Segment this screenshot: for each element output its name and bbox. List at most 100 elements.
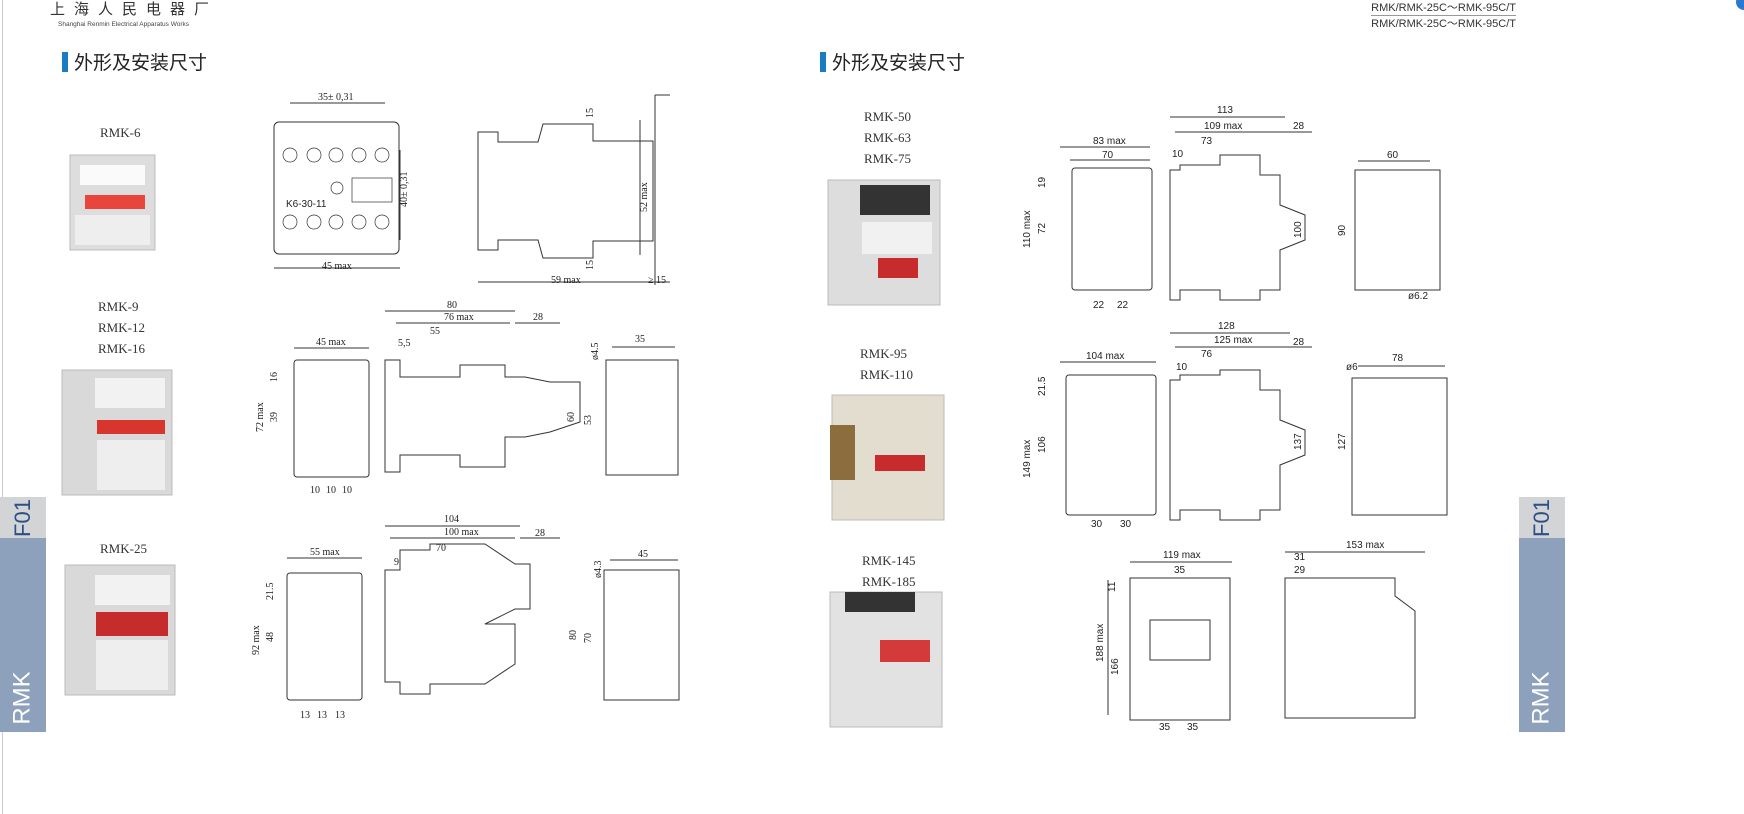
dim-label: 55 (430, 326, 440, 337)
drawing-rmk95 (1060, 332, 1448, 521)
dim-label: 35 (635, 334, 645, 345)
dim-label: 149 max (1022, 439, 1033, 478)
dim-label: ø4.5 (590, 342, 601, 361)
dim-label: 10 (326, 485, 336, 496)
dim-label: 10 (310, 485, 320, 496)
dim-label: 13 (317, 710, 327, 721)
dim-label: 72 max (255, 402, 266, 432)
product-photo-rmk50 (827, 179, 941, 306)
drawing-rmk6-front (273, 102, 401, 269)
dim-label: ≥ 15 (648, 275, 666, 286)
model-label: RMK-25 (100, 541, 147, 556)
dim-label: 21.5 (265, 582, 276, 601)
dim-label: 55 max (310, 547, 340, 558)
section-title-left: 外形及安装尺寸 (62, 48, 207, 75)
dim-label: 28 (1293, 121, 1305, 132)
dim-label: 15 (585, 260, 596, 270)
dim-label: 90 (1337, 224, 1348, 236)
dim-label: K6-30-11 (286, 199, 327, 210)
dim-label: 106 (1037, 436, 1048, 453)
dim-label: 72 (1037, 222, 1048, 234)
dim-label: 35 (1174, 565, 1186, 576)
dim-label: 153 max (1346, 540, 1385, 551)
side-tab-right: F01 RMK (1519, 497, 1565, 732)
product-photo-rmk145 (829, 591, 943, 728)
dim-label: 39 (269, 412, 280, 422)
dim-label: 45 max (322, 261, 352, 272)
dim-label: 59 max (551, 275, 581, 286)
dim-label: 13 (335, 710, 345, 721)
dim-label: 15 (585, 108, 596, 118)
dim-label: 30 (1120, 519, 1132, 530)
dim-label: 22 (1093, 300, 1105, 311)
dim-label: 9 (394, 557, 399, 568)
product-photo-rmk9 (61, 369, 173, 496)
dim-label: 10 (1172, 149, 1184, 160)
dim-label: 119 max (1163, 550, 1201, 561)
dim-label: 188 max (1095, 623, 1106, 662)
product-photo-rmk6 (69, 154, 156, 251)
dim-label: 11 (1107, 581, 1118, 592)
dim-label: 76 max (444, 312, 474, 323)
drawing-rmk25 (286, 525, 680, 701)
dim-label: 5,5 (398, 338, 411, 349)
corner-badge-icon (1736, 0, 1744, 10)
dim-label: 28 (1293, 337, 1305, 348)
dim-label: 60 (566, 412, 577, 422)
product-photo-rmk25 (64, 564, 176, 696)
dim-label: 166 (1110, 658, 1121, 675)
dim-label: 35 (1187, 722, 1199, 733)
dim-label: 104 max (1086, 351, 1125, 362)
series-header-2: RMK/RMK-25C～RMK-95C/T (1371, 18, 1516, 30)
dim-label: 80 (568, 630, 579, 640)
company-name-en: Shanghai Renmin Electrical Apparatus Wor… (58, 21, 190, 28)
dim-label: 35 (1159, 722, 1171, 733)
dim-label: 137 (1293, 433, 1304, 450)
dim-label: 45 (638, 549, 648, 560)
company-name-cn: 上海人民电器厂 (50, 0, 219, 18)
drawing-rmk6-side (477, 94, 670, 285)
drawing-rmk50 (1060, 116, 1441, 301)
product-photo-rmk95 (830, 394, 945, 521)
dim-label: 16 (269, 372, 280, 382)
dim-label: 125 max (1214, 335, 1253, 346)
dim-label: 83 max (1093, 136, 1126, 147)
dim-label: 29 (1294, 565, 1306, 576)
dim-label: 127 (1337, 433, 1348, 450)
dim-label: 104 (444, 514, 459, 525)
model-label: RMK-6 (100, 125, 141, 140)
dim-label: 76 (1201, 349, 1213, 360)
dim-label: 113 (1217, 105, 1233, 116)
dim-label: 48 (265, 632, 276, 642)
dim-label: 109 max (1204, 121, 1243, 132)
dim-label: 22 (1117, 300, 1129, 311)
series-header-1: RMK/RMK-25C～RMK-95C/T (1371, 2, 1516, 16)
dim-label: 100 max (444, 527, 479, 538)
dim-label: ø6 (1346, 362, 1358, 373)
drawing-rmk9 (293, 310, 679, 478)
dim-label: 53 (583, 415, 594, 425)
side-tab-left: F01 RMK (0, 497, 46, 732)
page-edge (2, 0, 3, 814)
dim-label: 73 (1201, 136, 1213, 147)
dim-label: 70 (436, 543, 446, 554)
dim-label: 31 (1294, 552, 1306, 563)
dim-label: 78 (1392, 353, 1404, 364)
dim-label: 52 max (639, 182, 650, 212)
dim-label: 13 (300, 710, 310, 721)
dim-label: 19 (1037, 176, 1048, 188)
dim-label: ø6.2 (1408, 291, 1429, 302)
drawing-rmk145 (1107, 551, 1425, 721)
dim-label: 60 (1387, 150, 1399, 161)
dim-label: 28 (535, 528, 545, 539)
dim-label: 30 (1091, 519, 1103, 530)
dim-label: 100 (1293, 221, 1304, 238)
dim-label: 10 (1176, 362, 1188, 373)
dim-label: 110 max (1022, 210, 1033, 248)
dim-label: 70 (583, 633, 594, 643)
